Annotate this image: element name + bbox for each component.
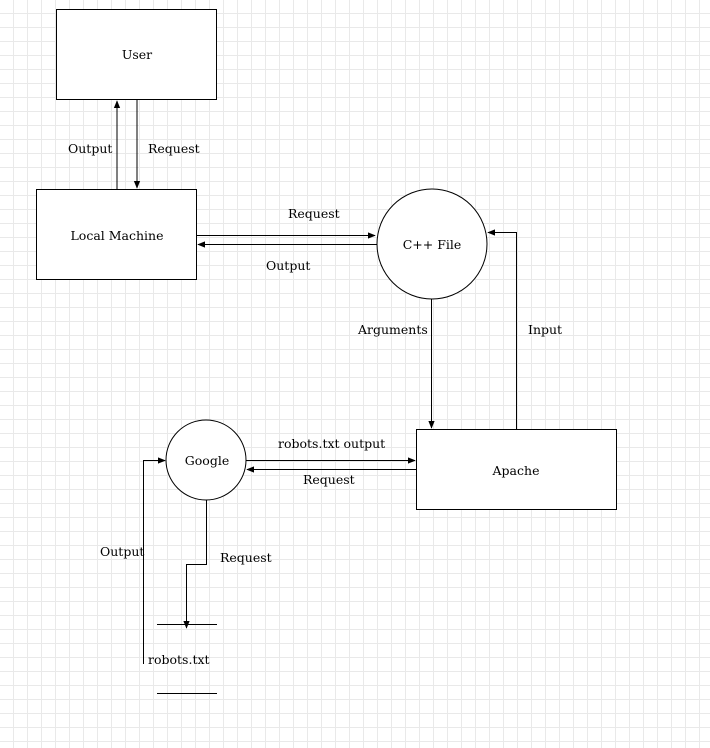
edge-store-to-google-label: Output: [100, 544, 144, 559]
edge-user-to-local[interactable]: Request: [133, 99, 200, 189]
node-google[interactable]: Google: [165, 419, 247, 501]
edge-apache-to-cpp[interactable]: Input: [487, 229, 562, 430]
node-user[interactable]: User: [56, 9, 217, 100]
edge-cpp-to-apache-label: Arguments: [357, 322, 428, 337]
edge-apache-to-google-label: Request: [303, 472, 355, 487]
node-cpp-file-label: C++ File: [403, 237, 462, 252]
edge-local-to-cpp-label: Request: [288, 206, 340, 221]
node-local-machine[interactable]: Local Machine: [36, 189, 197, 280]
edge-local-to-cpp[interactable]: Request: [196, 206, 376, 239]
node-user-label: User: [122, 47, 152, 62]
node-google-label: Google: [185, 453, 229, 468]
edge-cpp-to-local-label: Output: [266, 258, 310, 273]
edge-cpp-to-local[interactable]: Output: [197, 241, 377, 274]
edge-google-to-apache[interactable]: robots.txt output: [246, 436, 416, 464]
edge-apache-to-google[interactable]: Request: [246, 466, 417, 488]
node-apache-label: Apache: [492, 463, 540, 478]
node-robots-store[interactable]: robots.txt: [148, 624, 217, 694]
edge-local-to-user[interactable]: Output: [68, 100, 121, 190]
edge-local-to-user-label: Output: [68, 141, 112, 156]
edge-google-to-apache-label: robots.txt output: [278, 436, 385, 451]
edge-user-to-local-label: Request: [148, 141, 200, 156]
node-cpp-file[interactable]: C++ File: [376, 188, 488, 300]
edge-google-to-store[interactable]: Request: [183, 500, 272, 629]
edge-apache-to-cpp-label: Input: [528, 322, 562, 337]
node-local-machine-label: Local Machine: [71, 228, 164, 243]
node-robots-store-label: robots.txt: [148, 652, 210, 667]
edge-cpp-to-apache[interactable]: Arguments: [357, 299, 435, 429]
node-apache[interactable]: Apache: [416, 429, 617, 510]
edge-google-to-store-label: Request: [220, 550, 272, 565]
edge-store-to-google[interactable]: Output: [100, 457, 166, 665]
